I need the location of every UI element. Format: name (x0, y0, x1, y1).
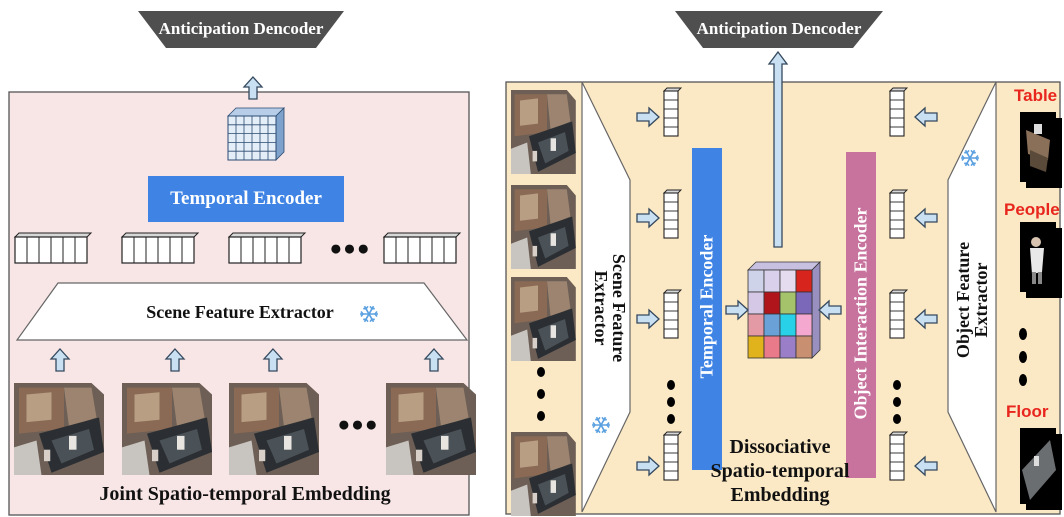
right-caption-line2: Spatio-temporal (710, 460, 850, 482)
right-caption-line3: Embedding (730, 484, 830, 506)
dissociative-feature-grid-icon (747, 261, 821, 359)
left-scene-feature-extractor (15, 282, 469, 341)
right-temporal-encoder (692, 148, 722, 470)
right-up-arrow-to-decoder (767, 50, 789, 248)
left-feature-vector-4 (383, 232, 461, 264)
right-video-frame-1 (511, 90, 576, 174)
left-frames-ellipsis: ●●● (337, 412, 379, 436)
object-feature-vector-3 (889, 289, 908, 339)
right-frames-ellipsis (537, 367, 545, 421)
left-feature-vector-2 (121, 232, 199, 264)
right-video-frame-4 (511, 432, 576, 516)
left-decoder-label: Anticipation Dencoder (158, 19, 324, 38)
left-video-frame-4 (386, 383, 476, 475)
left-vectors-ellipsis: ●●● (329, 236, 371, 260)
object-feature-extractor (947, 81, 997, 513)
left-temporal-encoder-label: Temporal Encoder (170, 188, 322, 209)
object-crop-table (1020, 112, 1062, 188)
left-scene-extractor-label: Scene Feature Extractor (146, 302, 334, 322)
right-anticipation-decoder (675, 11, 883, 48)
object-label-floor: Floor (1006, 402, 1049, 421)
left-caption: Joint Spatio-temporal Embedding (99, 483, 391, 505)
left-feature-vector-3 (228, 232, 306, 264)
left-feature-vector-1 (14, 232, 92, 264)
object-feature-vector-2 (889, 189, 908, 239)
scene-feature-vector-2 (663, 189, 682, 239)
object-interaction-encoder (846, 152, 876, 478)
right-video-frame-3 (511, 277, 576, 361)
object-label-table: Table (1014, 86, 1058, 105)
right-scene-extractor-label: Scene Feature Extractor (591, 253, 629, 363)
left-video-frame-2 (122, 383, 212, 475)
object-crops-ellipsis (1019, 328, 1027, 386)
object-feature-vector-1 (889, 87, 908, 137)
object-crop-people (1020, 222, 1062, 298)
object-crop-floor (1020, 428, 1062, 510)
left-feature-grid-icon (227, 107, 285, 161)
scene-vectors-ellipsis (667, 380, 675, 424)
left-anticipation-decoder (138, 11, 344, 48)
right-temporal-encoder-label: Temporal Encoder (696, 234, 717, 379)
right-decoder-label: Anticipation Dencoder (696, 19, 862, 38)
object-feature-vector-4 (889, 431, 908, 481)
scene-feature-vector-3 (663, 289, 682, 339)
object-vectors-ellipsis (893, 380, 901, 424)
object-interaction-encoder-label: Object Interaction Encoder (850, 207, 871, 420)
right-scene-feature-extractor (581, 81, 631, 513)
object-label-people: People (1004, 200, 1060, 219)
left-video-frame-1 (14, 383, 104, 475)
object-extractor-label: Object Feature Extractor (953, 241, 991, 359)
scene-feature-vector-4 (663, 431, 682, 481)
left-video-frame-3 (229, 383, 319, 475)
scene-feature-vector-1 (663, 87, 682, 137)
left-temporal-encoder (148, 176, 344, 222)
right-video-frame-2 (511, 185, 576, 269)
right-caption-line1: Dissociative (729, 436, 831, 458)
